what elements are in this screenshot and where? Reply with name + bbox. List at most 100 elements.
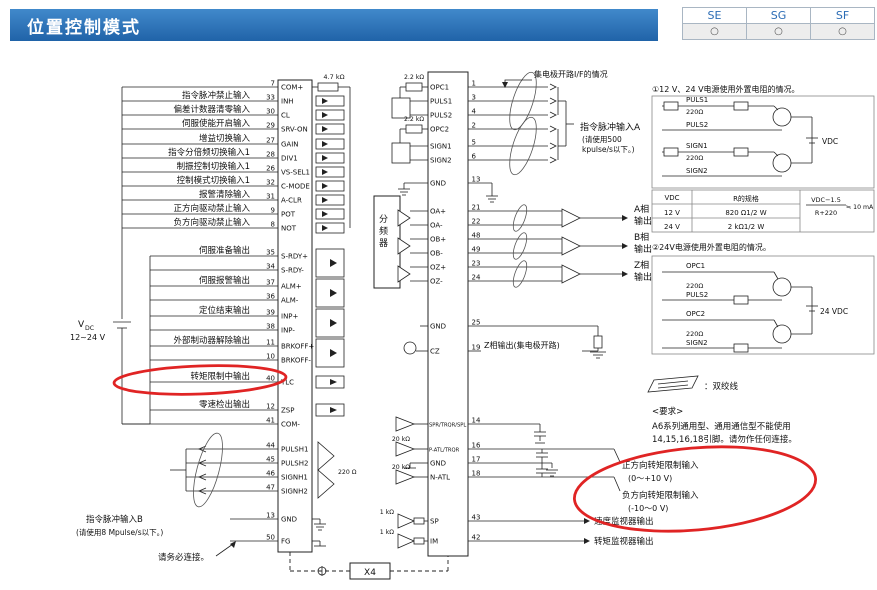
b-phase-label2: 输出: [634, 243, 652, 255]
signal-name: OB+: [430, 236, 446, 244]
panel1-signal: PULS2: [686, 121, 708, 129]
pulse-b-note: (请使用8 Mpulse/s以下。): [76, 527, 163, 537]
pin-number: 48: [472, 232, 481, 240]
pin-number: 27: [266, 137, 275, 145]
neg-torque-label: 负方向转矩限制输入: [622, 490, 699, 501]
center-signals: OPC1 PULS1 PULS2 OPC2 SIGN1 SIGN2 GND OA…: [429, 84, 466, 546]
input-label: 报警清除输入: [199, 189, 251, 200]
signal-name: A-CLR: [281, 197, 302, 205]
panel2-signal: OPC2: [686, 310, 705, 318]
resistor-2k2-label: 2.2 kΩ: [404, 74, 424, 81]
table-header: R的规格: [733, 194, 759, 203]
z-open-collector-label: Z相输出(集电极开路): [484, 340, 560, 350]
signal-name: FG: [281, 538, 290, 546]
signal-name: OB-: [430, 250, 443, 258]
input-label: 正方向驱动禁止输入: [173, 203, 250, 214]
resistor-2k2-label: 2.2 kΩ: [404, 116, 424, 123]
frequency-divider-label: 分频器: [377, 214, 388, 250]
signal-name: OPC2: [430, 126, 449, 134]
left-labels: 指令脉冲禁止输入 偏差计数器清零输入 伺服使能开启输入 增益切换输入 指令分倍频…: [70, 90, 250, 563]
signal-name: N-ATL: [430, 474, 450, 482]
pin-number: 9: [271, 207, 275, 215]
signal-name: CZ: [430, 348, 440, 356]
signal-name: COM-: [281, 421, 300, 429]
pin-number: 3: [472, 94, 476, 102]
table-cell: 2 kΩ1/2 W: [728, 223, 765, 231]
speed-monitor-label: 速度监视器输出: [594, 516, 654, 527]
signal-name: BRKOFF+: [281, 343, 314, 351]
notice-line: <要求>: [652, 406, 683, 417]
signal-name: S-RDY+: [281, 253, 308, 261]
left-wires: [113, 86, 278, 557]
signal-name: PULS1: [430, 98, 452, 106]
table-cell: 820 Ω1/2 W: [725, 209, 766, 217]
cable-bundle-pulse-b: [193, 432, 223, 508]
signal-name: SRV-ON: [281, 126, 308, 134]
left-pins: 7 33 30 29 27 28 26 32 31 9 8 35 34 37 3…: [266, 80, 275, 542]
signal-name: OZ-: [430, 278, 443, 286]
highlight-ellipse-torque-inputs: [573, 445, 817, 533]
pin-number: 41: [266, 417, 275, 425]
vdc-sub: DC: [85, 325, 94, 332]
pin-number: 42: [472, 534, 481, 542]
input-label: 偏差计数器清零输入: [173, 104, 250, 115]
left-signals: COM+ INH CL SRV-ON GAIN DIV1 VS-SEL1 C-M…: [280, 84, 314, 546]
pin-number: 24: [472, 274, 481, 282]
signal-name: OA+: [430, 208, 446, 216]
connector-boxes: [277, 71, 469, 580]
a-phase-label2: 输出: [634, 215, 652, 227]
x4-boundary: [289, 552, 449, 576]
table-cell: 24 V: [664, 223, 680, 231]
pin-number: 13: [472, 176, 481, 184]
formula-numerator: VDC−1.5: [811, 196, 841, 204]
input-label: 负方向驱动禁止输入: [173, 217, 250, 228]
pin-number: 37: [266, 279, 275, 287]
output-label: 伺服准备输出: [199, 245, 250, 256]
highlight-ellipse-tlc: [112, 364, 288, 396]
pin-number: 16: [472, 442, 481, 450]
neg-torque-range: (-10～0 V): [628, 504, 668, 513]
panel1-resistor: 220Ω: [686, 154, 703, 162]
signal-name: PULSH1: [281, 446, 308, 454]
signal-name: SIGNH2: [281, 488, 308, 496]
pin-number: 6: [472, 153, 477, 161]
signal-name: INP-: [281, 327, 295, 335]
signal-name: GND: [430, 180, 446, 188]
signal-name: PULSH2: [281, 460, 308, 468]
table-cell: 12 V: [664, 209, 680, 217]
pin-number: 7: [271, 80, 275, 88]
input-label: 指令分倍频切换输入1: [168, 147, 250, 158]
pin-number: 12: [266, 403, 275, 411]
vdc-range: 12~24 V: [70, 333, 106, 342]
z-phase-label2: 输出: [634, 271, 652, 283]
signal-name: GND: [281, 516, 297, 524]
signal-name: VS-SEL1: [281, 169, 310, 177]
pin-number: 30: [266, 108, 275, 116]
pin-number: 38: [266, 323, 275, 331]
vdc-label: V: [78, 320, 85, 330]
pin-number: 13: [266, 512, 275, 520]
pin-number: 49: [472, 246, 481, 254]
right-labels: 集电极开路I/F的情况 指令脉冲输入A (请使用500 kpulse/s以下。)…: [484, 69, 699, 547]
input-label: 指令脉冲禁止输入: [182, 90, 251, 101]
right-wires: [468, 71, 628, 544]
pin-number: 21: [472, 204, 481, 212]
signal-name: INP+: [281, 313, 299, 321]
external-resistor-panel-2: ②24V电源使用外置电阻的情况。 OPC1 220Ω PULS2 OPC2 22…: [651, 242, 875, 355]
signal-name: INH: [281, 98, 294, 106]
panel1-signal: SIGN2: [686, 167, 708, 175]
pin-number: 11: [266, 339, 275, 347]
signal-name: SP: [430, 518, 439, 526]
pin-number: 43: [472, 514, 481, 522]
notice-line: 14,15,16,18引脚。请勿作任何连接。: [652, 434, 797, 445]
pulse-b-label: 指令脉冲输入B: [86, 514, 143, 525]
signal-name: IM: [430, 538, 438, 546]
pin-number: 25: [472, 319, 481, 327]
pin-number: 8: [271, 221, 275, 229]
mode-col-sg: SG: [746, 7, 811, 24]
signal-name: GND: [430, 460, 446, 468]
signal-name: C-MODE: [281, 183, 310, 191]
twisted-pair-legend: ：双绞线: [647, 375, 739, 393]
pin-number: 46: [266, 470, 275, 478]
